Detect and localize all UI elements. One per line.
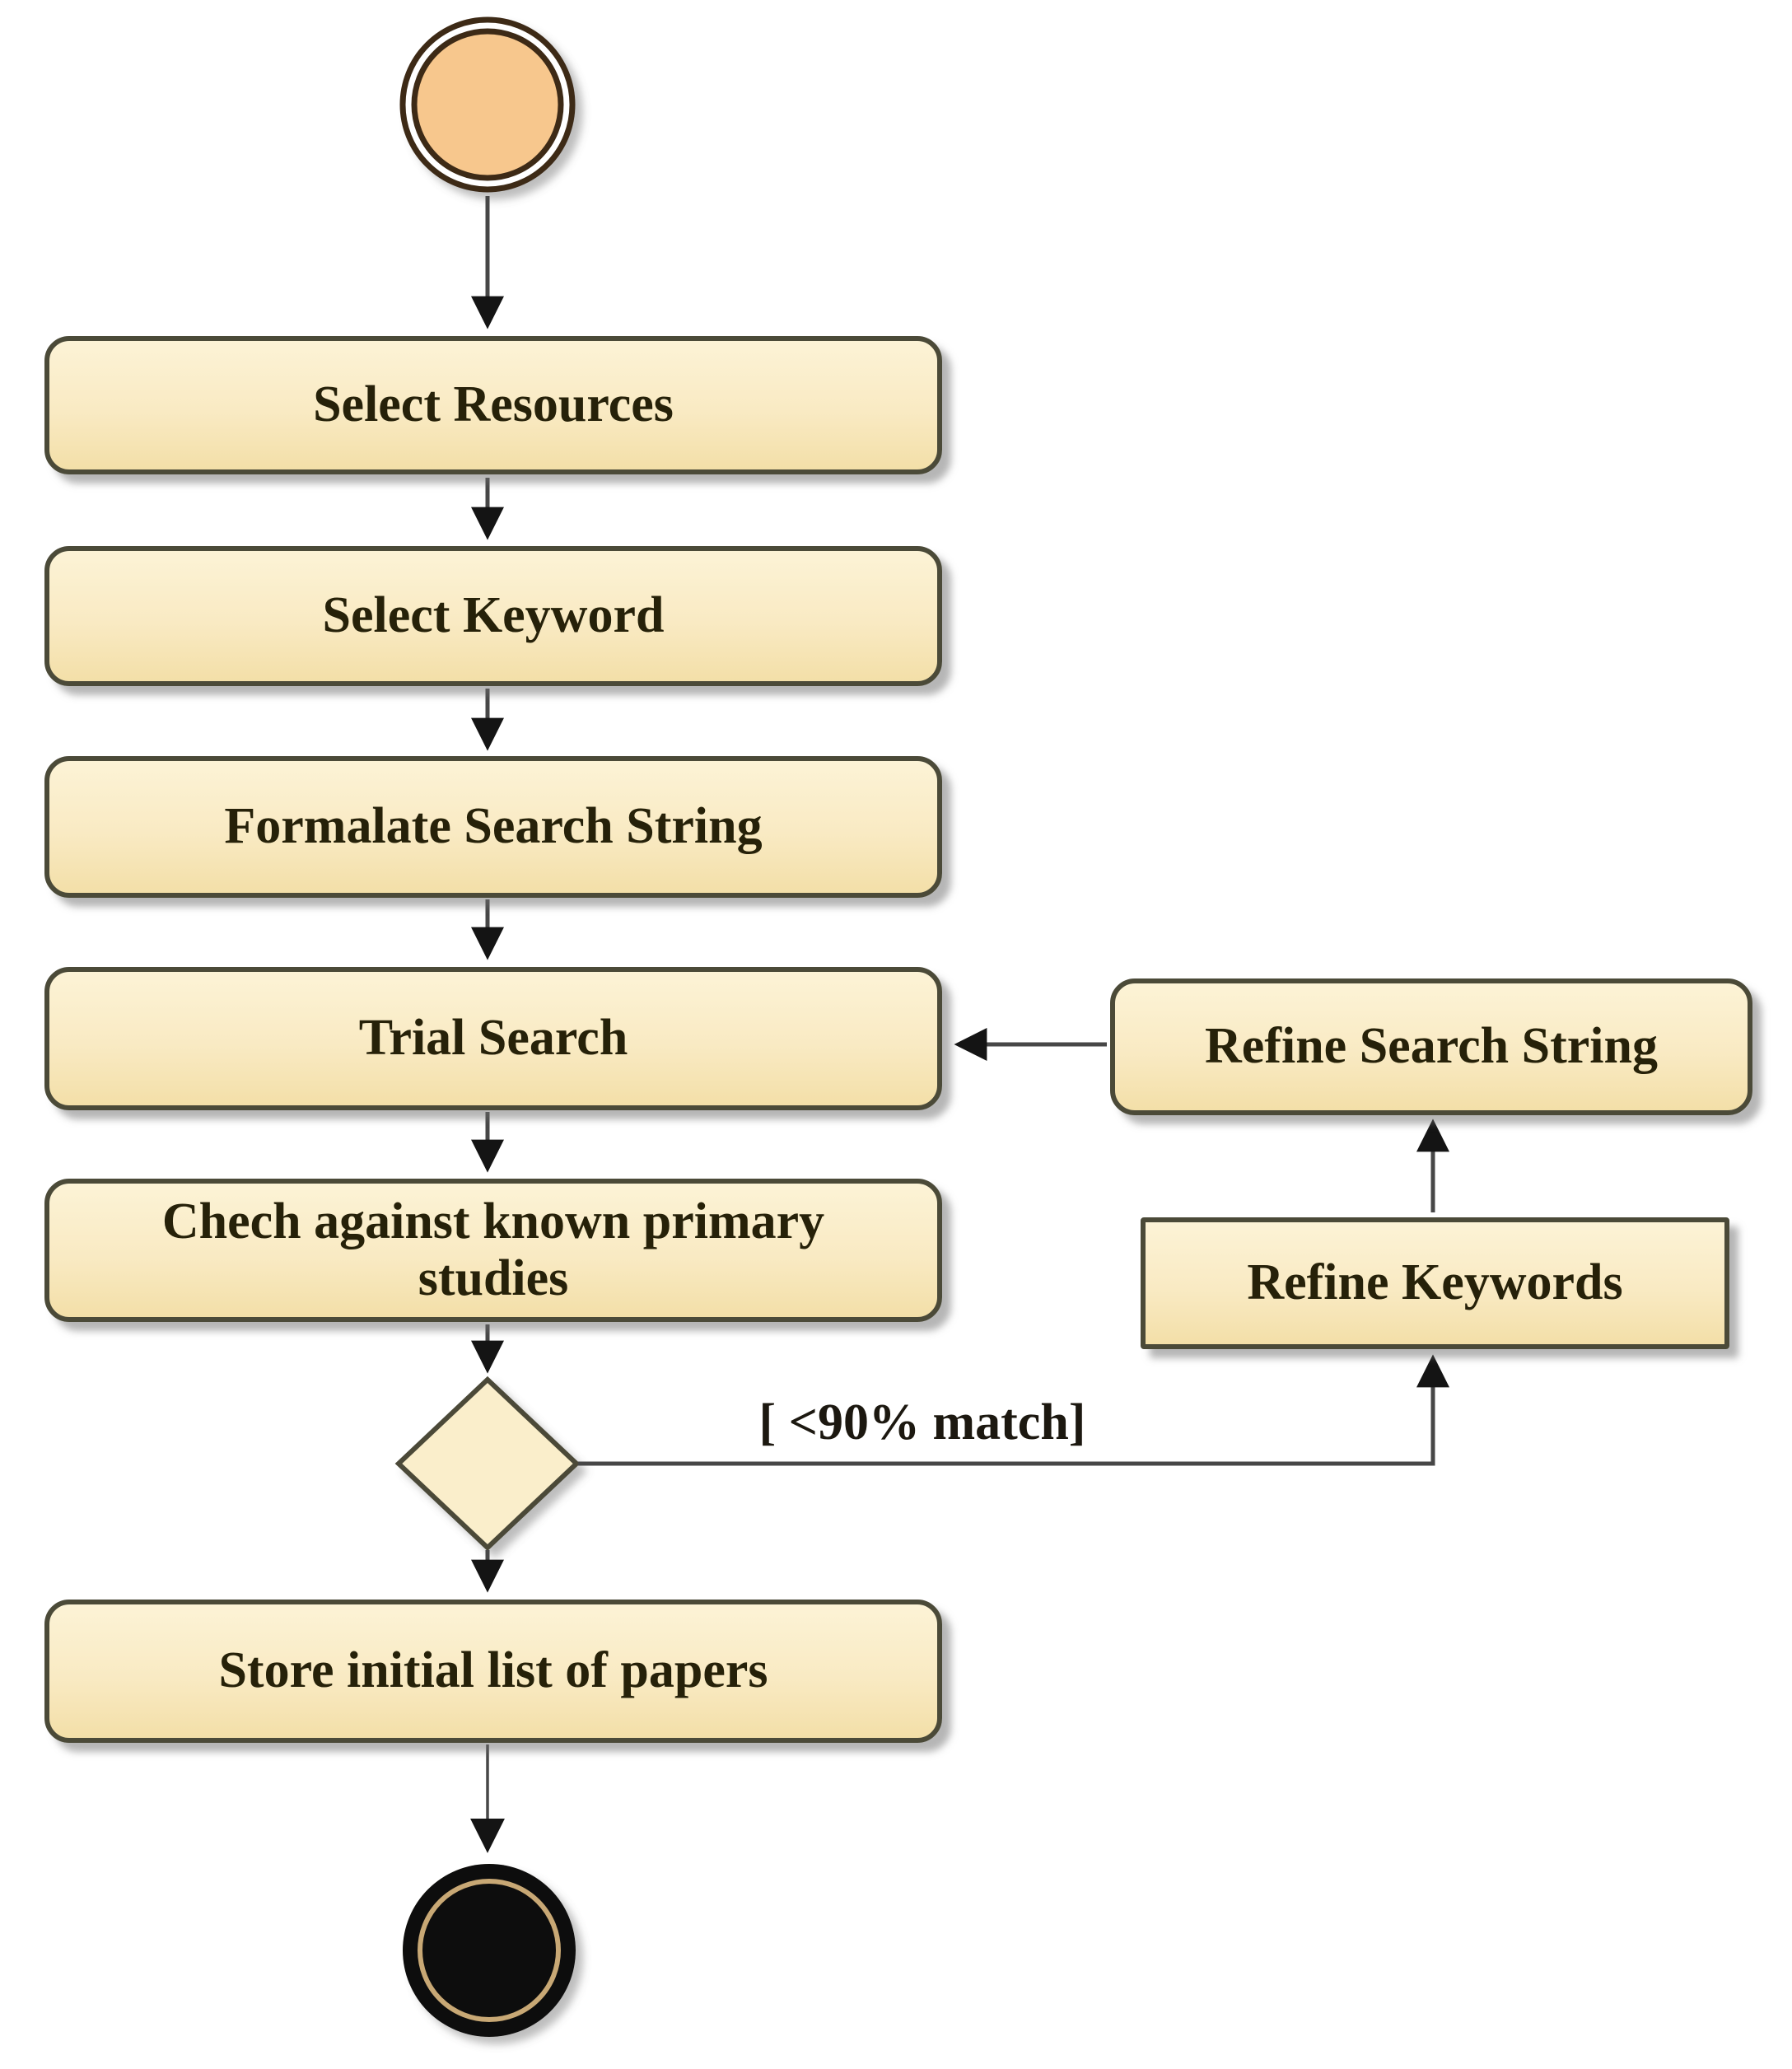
start-node — [399, 16, 576, 193]
activity-select-keyword-label: Select Keyword — [322, 587, 665, 644]
activity-store-initial-list-of-papers: Store initial list of papers — [44, 1600, 942, 1743]
activity-refine-search-string-label: Refine Search String — [1205, 1018, 1658, 1075]
guard-label-90-percent-match: [ <90% match] — [758, 1394, 1086, 1450]
activity-refine-keywords-label: Refine Keywords — [1247, 1254, 1623, 1311]
activity-formulate-search-string: Formalate Search String — [44, 756, 942, 898]
activity-store-initial-label: Store initial list of papers — [218, 1642, 768, 1699]
activity-refine-keywords: Refine Keywords — [1141, 1217, 1729, 1349]
activity-select-resources: Select Resources — [44, 336, 942, 474]
activity-select-keyword: Select Keyword — [44, 546, 942, 686]
activity-check-against-known-primary-studies: Chech against known primary studies — [44, 1179, 942, 1322]
activity-refine-search-string: Refine Search String — [1110, 978, 1752, 1115]
activity-formulate-search-string-label: Formalate Search String — [224, 798, 763, 855]
decision-diamond — [394, 1375, 581, 1552]
activity-trial-search-label: Trial Search — [358, 1010, 628, 1067]
activity-select-resources-label: Select Resources — [313, 376, 674, 433]
activity-check-against-label: Chech against known primary studies — [161, 1193, 825, 1306]
edge-decision-to-refine-keywords — [578, 1354, 1449, 1466]
activity-trial-search: Trial Search — [44, 967, 942, 1110]
end-node — [403, 1864, 576, 2037]
